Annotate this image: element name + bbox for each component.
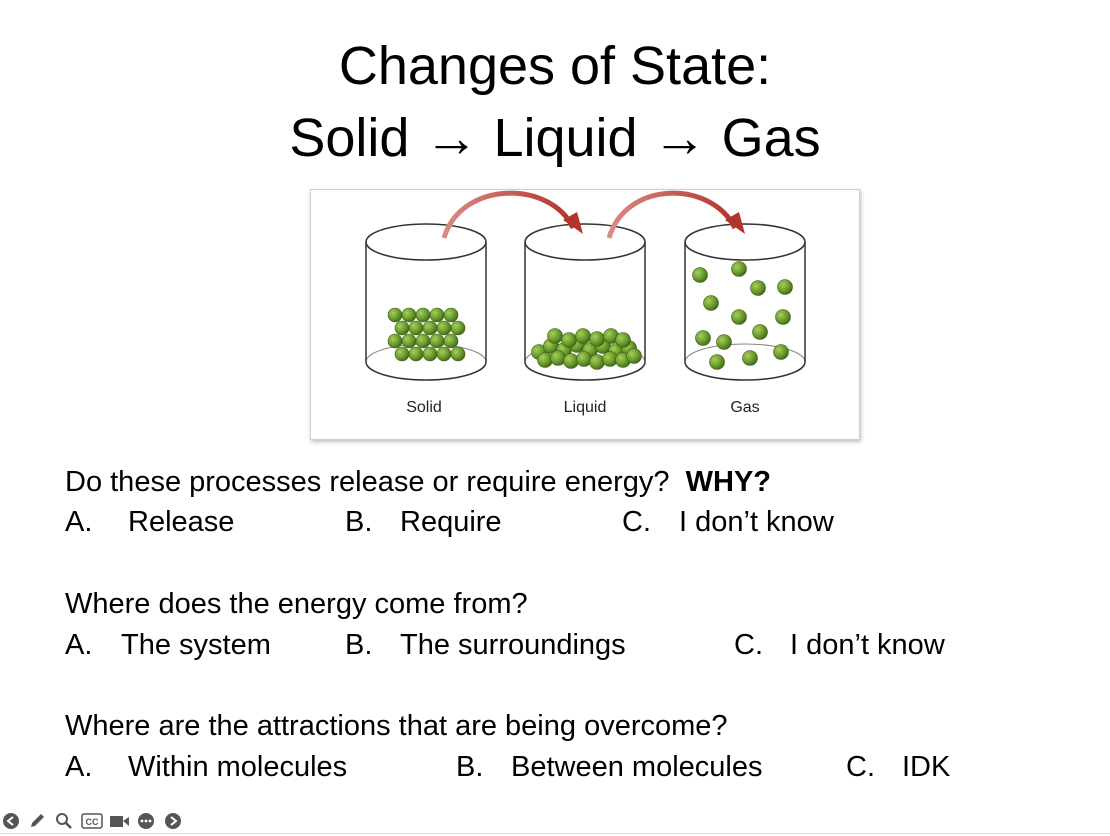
question-1-text: Do these processes release or require en… <box>65 466 670 498</box>
solid-particle <box>415 307 431 323</box>
liquid-particle <box>537 352 553 368</box>
liquid-particle <box>602 351 618 367</box>
gas-particle <box>692 267 708 283</box>
liquid-particle <box>626 348 642 364</box>
question-2-option-a[interactable]: A.The system <box>65 629 271 661</box>
video-icon[interactable] <box>109 812 131 830</box>
solid-particle <box>429 333 445 349</box>
solid-particle <box>443 307 459 323</box>
solid-particle <box>408 346 424 362</box>
zoom-icon[interactable] <box>55 812 73 830</box>
gas-particle <box>709 354 725 370</box>
liquid-beaker <box>524 223 646 381</box>
liquid-particle <box>561 332 577 348</box>
liquid-particle <box>589 354 605 370</box>
liquid-to-gas-arrow <box>606 190 745 239</box>
liquid-particle <box>589 331 605 347</box>
question-3-option-b[interactable]: B.Between molecules <box>456 751 763 783</box>
solid-particle <box>401 307 417 323</box>
forward-icon[interactable] <box>164 812 182 830</box>
back-icon[interactable] <box>2 812 20 830</box>
gas-label: Gas <box>730 399 759 416</box>
gas-particle <box>703 295 719 311</box>
solid-to-liquid-arrow <box>441 190 583 239</box>
solid-particle <box>422 320 438 336</box>
solid-particle <box>436 320 452 336</box>
more-icon[interactable] <box>137 812 155 830</box>
solid-particle <box>422 346 438 362</box>
gas-particle <box>716 334 732 350</box>
question-1-option-b[interactable]: B.Require <box>345 506 502 538</box>
gas-particle <box>777 279 793 295</box>
svg-text:CC: CC <box>86 817 99 827</box>
beakers-illustration: Solid Liquid Gas <box>365 190 806 416</box>
solid-particle <box>450 346 466 362</box>
gas-particle <box>742 350 758 366</box>
solid-particle <box>387 307 403 323</box>
solid-particle <box>436 346 452 362</box>
liquid-label: Liquid <box>564 399 607 416</box>
gas-particle <box>731 261 747 277</box>
question-2: Where does the energy come from? <box>65 587 528 621</box>
slide-title-line1: Changes of State: <box>338 36 772 96</box>
liquid-particle <box>615 332 631 348</box>
question-2-option-c[interactable]: C.I don’t know <box>734 629 945 661</box>
liquid-particle <box>575 328 591 344</box>
question-1-emphasis: WHY? <box>685 466 771 498</box>
question-3-option-a[interactable]: A.Within molecules <box>65 751 348 783</box>
question-3: Where are the attractions that are being… <box>65 709 728 743</box>
slide-bottom-border <box>0 833 1110 834</box>
liquid-particle <box>550 350 566 366</box>
pen-icon[interactable] <box>28 812 46 830</box>
gas-particle <box>752 324 768 340</box>
solid-particle <box>408 320 424 336</box>
captions-icon[interactable]: CC <box>81 812 103 830</box>
solid-particle <box>394 320 410 336</box>
question-2-option-b[interactable]: B.The surroundings <box>345 629 626 661</box>
solid-beaker <box>365 223 487 381</box>
solid-particle <box>429 307 445 323</box>
question-3-option-c[interactable]: C.IDK <box>846 751 951 783</box>
question-3-text: Where are the attractions that are being… <box>65 710 728 742</box>
gas-particle <box>731 309 747 325</box>
slide-title-line2: Solid → Liquid → Gas <box>289 108 821 168</box>
states-of-matter-figure: Solid Liquid Gas <box>310 189 860 440</box>
question-1: Do these processes release or require en… <box>65 465 771 499</box>
solid-particle <box>394 346 410 362</box>
solid-particle <box>450 320 466 336</box>
presentation-toolbar: CC <box>0 809 200 833</box>
gas-beaker <box>684 223 806 381</box>
gas-particle <box>775 309 791 325</box>
liquid-particle <box>563 353 579 369</box>
solid-particle <box>443 333 459 349</box>
gas-particle <box>750 280 766 296</box>
gas-particle <box>695 330 711 346</box>
solid-particle <box>401 333 417 349</box>
gas-particle <box>773 344 789 360</box>
question-1-option-a[interactable]: A.Release <box>65 506 235 538</box>
solid-particle <box>415 333 431 349</box>
solid-label: Solid <box>406 399 442 416</box>
question-1-option-c[interactable]: C.I don’t know <box>622 506 834 538</box>
liquid-particle <box>576 351 592 367</box>
question-2-text: Where does the energy come from? <box>65 588 528 620</box>
solid-particle <box>387 333 403 349</box>
liquid-particle <box>547 328 563 344</box>
